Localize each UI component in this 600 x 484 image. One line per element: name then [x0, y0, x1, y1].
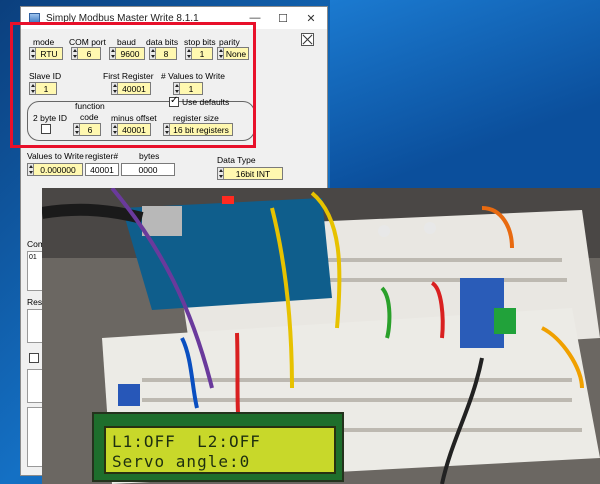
lcd-line-1: L1:OFF L2:OFF [112, 432, 261, 451]
baud-select[interactable]: 9600 [109, 47, 145, 60]
function-code-input[interactable]: 6 [73, 123, 101, 136]
window-title: Simply Modbus Master Write 8.1.1 [46, 12, 199, 24]
first-register-label: First Register [103, 71, 154, 81]
mode-label: mode [33, 37, 55, 47]
response-option-checkbox[interactable] [29, 353, 39, 363]
register-size-spinner-icon[interactable] [164, 124, 170, 135]
response-label: Res [27, 297, 43, 307]
function-label-line2: code [80, 112, 99, 122]
lcd-module: L1:OFF L2:OFF Servo angle:0 [92, 412, 344, 482]
value-to-write-input[interactable]: 0.000000 [27, 163, 83, 176]
baud-label: baud [117, 37, 136, 47]
register-size-select[interactable]: 16 bit registers [163, 123, 233, 136]
register-size-label: register size [173, 113, 219, 123]
parity-select[interactable]: None [217, 47, 249, 60]
two-byte-id-checkbox[interactable] [41, 124, 51, 134]
minimize-button[interactable]: — [249, 12, 261, 24]
bytes-cell: 0000 [121, 163, 175, 176]
baud-spinner-icon[interactable] [110, 48, 116, 59]
close-button[interactable]: ✕ [306, 12, 316, 25]
slave-id-input[interactable]: 1 [29, 82, 57, 95]
parity-spinner-icon[interactable] [218, 48, 224, 59]
stop-bits-label: stop bits [184, 37, 216, 47]
panel-close-icon[interactable] [301, 33, 314, 46]
slave-id-label: Slave ID [29, 71, 62, 81]
data-bits-spinner-icon[interactable] [150, 48, 156, 59]
data-type-label: Data Type [217, 155, 256, 165]
lcd-screen: L1:OFF L2:OFF Servo angle:0 [104, 426, 336, 474]
mode-select[interactable]: RTU [29, 47, 63, 60]
red-highlight-box [10, 22, 256, 148]
stop-bits-select[interactable]: 1 [185, 47, 213, 60]
first-register-spinner-icon[interactable] [112, 83, 118, 94]
two-byte-id-label: 2 byte ID [33, 113, 68, 123]
maximize-button[interactable]: ☐ [278, 12, 288, 25]
lcd-line-2: Servo angle:0 [112, 452, 251, 471]
mode-spinner-icon[interactable] [30, 48, 36, 59]
data-type-select[interactable]: 16bit INT [217, 167, 283, 180]
minus-offset-label: minus offset [111, 113, 157, 123]
register-number-cell: 40001 [85, 163, 119, 176]
data-bits-select[interactable]: 8 [149, 47, 177, 60]
com-port-spinner-icon[interactable] [72, 48, 78, 59]
function-label-line1: function [75, 101, 105, 111]
slave-id-spinner-icon[interactable] [30, 83, 36, 94]
stop-bits-spinner-icon[interactable] [186, 48, 192, 59]
values-count-spinner-icon[interactable] [174, 83, 180, 94]
values-to-write-count-label: # Values to Write [161, 71, 225, 81]
value-spinner-icon[interactable] [28, 164, 34, 175]
desktop-highlight [330, 0, 600, 190]
use-defaults-label: Use defaults [182, 97, 230, 107]
com-port-label: COM port [69, 37, 106, 47]
data-bits-label: data bits [146, 37, 179, 47]
command-label: Com [27, 239, 45, 249]
breadboard-photo [42, 188, 600, 484]
use-defaults-checkbox[interactable] [169, 95, 179, 107]
parity-label: parity [219, 37, 240, 47]
register-number-header: register# [85, 151, 119, 161]
bytes-header: bytes [139, 151, 160, 161]
function-code-spinner-icon[interactable] [74, 124, 80, 135]
window-controls: — ☐ ✕ [241, 7, 325, 29]
values-to-write-count-input[interactable]: 1 [173, 82, 203, 95]
data-type-spinner-icon[interactable] [218, 168, 224, 179]
minus-offset-input[interactable]: 40001 [111, 123, 151, 136]
values-to-write-header: Values to Write [27, 151, 84, 161]
minus-offset-spinner-icon[interactable] [112, 124, 118, 135]
com-port-select[interactable]: 6 [71, 47, 101, 60]
first-register-input[interactable]: 40001 [111, 82, 151, 95]
